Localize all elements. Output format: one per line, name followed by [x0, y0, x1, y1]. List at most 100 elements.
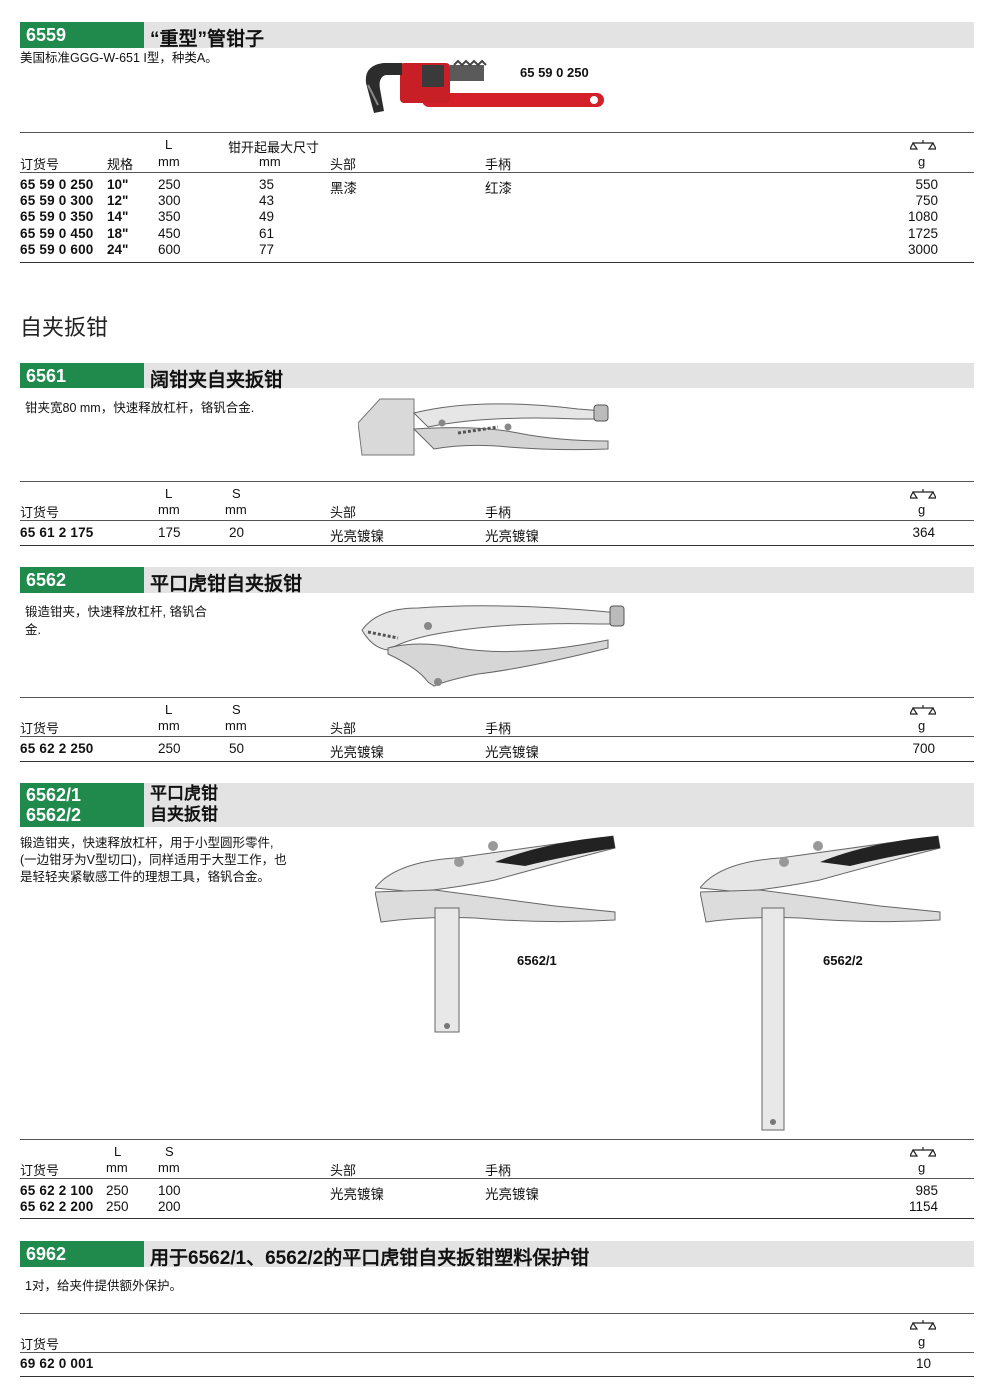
col-header-l: L — [165, 137, 173, 152]
order-number: 65 59 0 300 — [20, 193, 94, 208]
l-cell: 350 — [158, 209, 181, 224]
s-cell: 100 — [158, 1183, 181, 1198]
image-label: 65 59 0 250 — [520, 65, 589, 80]
product-description: 钳夹宽80 mm，快速释放杠杆，铬钒合金. — [25, 401, 255, 415]
order-number: 65 59 0 450 — [20, 226, 94, 241]
scale-icon — [910, 1320, 936, 1330]
table-top-rule — [20, 1313, 974, 1314]
col-header-head: 头部 — [330, 1163, 357, 1178]
col-header-spec: 规格 — [107, 157, 134, 172]
product-code: 6559 — [20, 22, 144, 48]
head-cell: 光亮镀镍 — [330, 529, 384, 544]
pipe-wrench-image — [365, 59, 604, 113]
table-header-rule — [20, 1352, 974, 1353]
product-code-1: 6562/1 — [26, 785, 82, 805]
col-header-weight-unit: g — [918, 1160, 926, 1175]
weight-cell: 550 — [915, 177, 938, 192]
product-title: 平口虎钳自夹扳钳 — [150, 574, 303, 595]
product-title-line1: 平口虎钳 — [150, 784, 218, 803]
l-cell: 450 — [158, 226, 181, 241]
table-bottom-rule — [20, 262, 974, 263]
col-header-l-unit: mm — [158, 154, 180, 169]
col-header-s: S — [232, 486, 241, 501]
s-cell: 50 — [229, 741, 245, 756]
col-header-l: L — [114, 1144, 122, 1159]
weight-cell: 985 — [915, 1183, 938, 1198]
section-bar-6562-1-2: 6562/1 6562/2 平口虎钳 自夹扳钳 — [20, 783, 974, 827]
head-cell: 光亮镀镍 — [330, 1187, 384, 1202]
col-header-weight-unit: g — [918, 502, 926, 517]
s-cell: 20 — [229, 525, 245, 540]
l-cell: 300 — [158, 193, 181, 208]
section-heading: 自夹扳钳 — [20, 315, 109, 340]
col-header-jaw-unit: mm — [259, 154, 281, 169]
col-header-l-unit: mm — [106, 1160, 128, 1175]
col-header-l: L — [165, 702, 173, 717]
l-cell: 250 — [158, 741, 181, 756]
table-top-rule — [20, 481, 974, 482]
order-number: 65 59 0 600 — [20, 242, 94, 257]
product-description-line2: 金. — [25, 623, 41, 637]
image-label-6562-1: 6562/1 — [517, 953, 557, 968]
handle-cell: 红漆 — [485, 181, 512, 196]
jaw-cell: 61 — [259, 226, 275, 241]
col-header-order: 订货号 — [20, 1337, 60, 1352]
col-header-handle: 手柄 — [485, 1163, 512, 1178]
col-header-weight-unit: g — [918, 154, 926, 169]
product-code: 6562 — [20, 567, 144, 593]
col-header-head: 头部 — [330, 157, 357, 172]
handle-cell: 光亮镀镍 — [485, 529, 539, 544]
order-number: 65 59 0 350 — [20, 209, 94, 224]
scale-icon — [910, 705, 936, 715]
col-header-weight-unit: g — [918, 1334, 926, 1349]
scale-icon — [910, 489, 936, 499]
col-header-handle: 手柄 — [485, 505, 512, 520]
col-header-weight-unit: g — [918, 718, 926, 733]
section-bar-6559: 6559 “重型”管钳子 — [20, 22, 974, 50]
col-header-s: S — [165, 1144, 174, 1159]
product-title-line2: 自夹扳钳 — [150, 805, 218, 824]
table-header-rule — [20, 1178, 974, 1179]
product-code: 6962 — [20, 1241, 144, 1267]
table-header-rule — [20, 172, 974, 173]
scale-icon — [910, 1147, 936, 1157]
order-number: 65 62 2 100 — [20, 1183, 94, 1198]
spec-cell: 18" — [107, 226, 129, 241]
col-header-handle: 手柄 — [485, 157, 512, 172]
table-header-rule — [20, 736, 974, 737]
jaw-cell: 35 — [259, 177, 275, 192]
col-header-jaw: 钳开起最大尺寸 — [228, 140, 320, 155]
col-header-order: 订货号 — [20, 1163, 60, 1178]
product-description-line1: 锻造钳夹，快速释放杠杆，用于小型圆形零件, — [20, 836, 274, 850]
table-bottom-rule — [20, 1376, 974, 1377]
clamp-pliers-6562-2-image — [700, 835, 941, 1131]
table-top-rule — [20, 132, 974, 133]
l-cell: 600 — [158, 242, 181, 257]
scale-icon — [910, 140, 936, 150]
section-bar-6562: 6562 平口虎钳自夹扳钳 — [20, 567, 974, 595]
col-header-l-unit: mm — [158, 718, 180, 733]
spec-cell: 14" — [107, 209, 129, 224]
l-cell: 250 — [158, 177, 181, 192]
product-description-line3: 是轻轻夹紧敏感工件的理想工具，铬钒合金。 — [20, 870, 271, 884]
order-number: 65 59 0 250 — [20, 177, 94, 192]
product-description-line1: 锻造钳夹，快速释放杠杆, 铬钒合 — [25, 605, 207, 619]
col-header-head: 头部 — [330, 721, 357, 736]
table-bottom-rule — [20, 761, 974, 762]
col-header-l-unit: mm — [158, 502, 180, 517]
product-code: 6561 — [20, 363, 144, 388]
l-cell: 175 — [158, 525, 181, 540]
l-cell: 250 — [106, 1183, 129, 1198]
image-label-6562-2: 6562/2 — [823, 953, 863, 968]
order-number: 65 62 2 200 — [20, 1199, 94, 1214]
weight-cell: 10 — [915, 1356, 931, 1371]
col-header-s-unit: mm — [225, 502, 247, 517]
product-code-2: 6562/2 — [26, 805, 82, 825]
l-cell: 250 — [106, 1199, 129, 1214]
clamp-pliers-6562-1-image — [375, 835, 616, 1033]
weight-cell: 1080 — [907, 209, 938, 224]
locking-pliers-wide-jaw-image — [358, 398, 609, 456]
table-bottom-rule — [20, 1218, 974, 1219]
weight-cell: 364 — [912, 525, 935, 540]
weight-cell: 700 — [912, 741, 935, 756]
